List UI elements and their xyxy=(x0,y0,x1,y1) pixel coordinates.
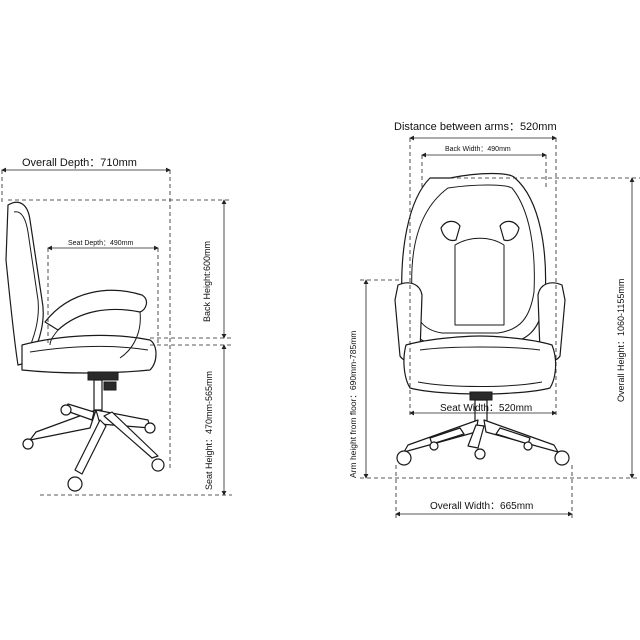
back-height-label: Back Height:600mm xyxy=(202,241,212,322)
front-chair-illustration xyxy=(394,172,570,466)
overall-height-label: Overall Height：1060-1155mm xyxy=(616,279,626,402)
front-view: Distance between arms：520mm Back Width：4… xyxy=(348,121,640,520)
overall-depth-label: Overall Depth：710mm xyxy=(22,157,137,169)
seat-height-label: Seat Height：470mm-565mm xyxy=(204,371,214,490)
side-view: Overall Depth：710mm Seat Depth：490mm Bac… xyxy=(1,157,232,496)
side-chair-illustration xyxy=(5,201,165,492)
front-dimension-lines xyxy=(360,135,640,520)
overall-width-label: Overall Width：665mm xyxy=(430,501,533,512)
seat-width-label: Seat Width：520mm xyxy=(440,403,532,414)
back-width-label: Back Width：490mm xyxy=(445,146,511,153)
distance-between-arms-label: Distance between arms：520mm xyxy=(394,121,557,133)
seat-depth-label: Seat Depth：490mm xyxy=(68,240,134,247)
arm-height-label: Arm height from floor：690mm-785mm xyxy=(348,331,358,478)
side-dimension-lines xyxy=(1,167,232,496)
